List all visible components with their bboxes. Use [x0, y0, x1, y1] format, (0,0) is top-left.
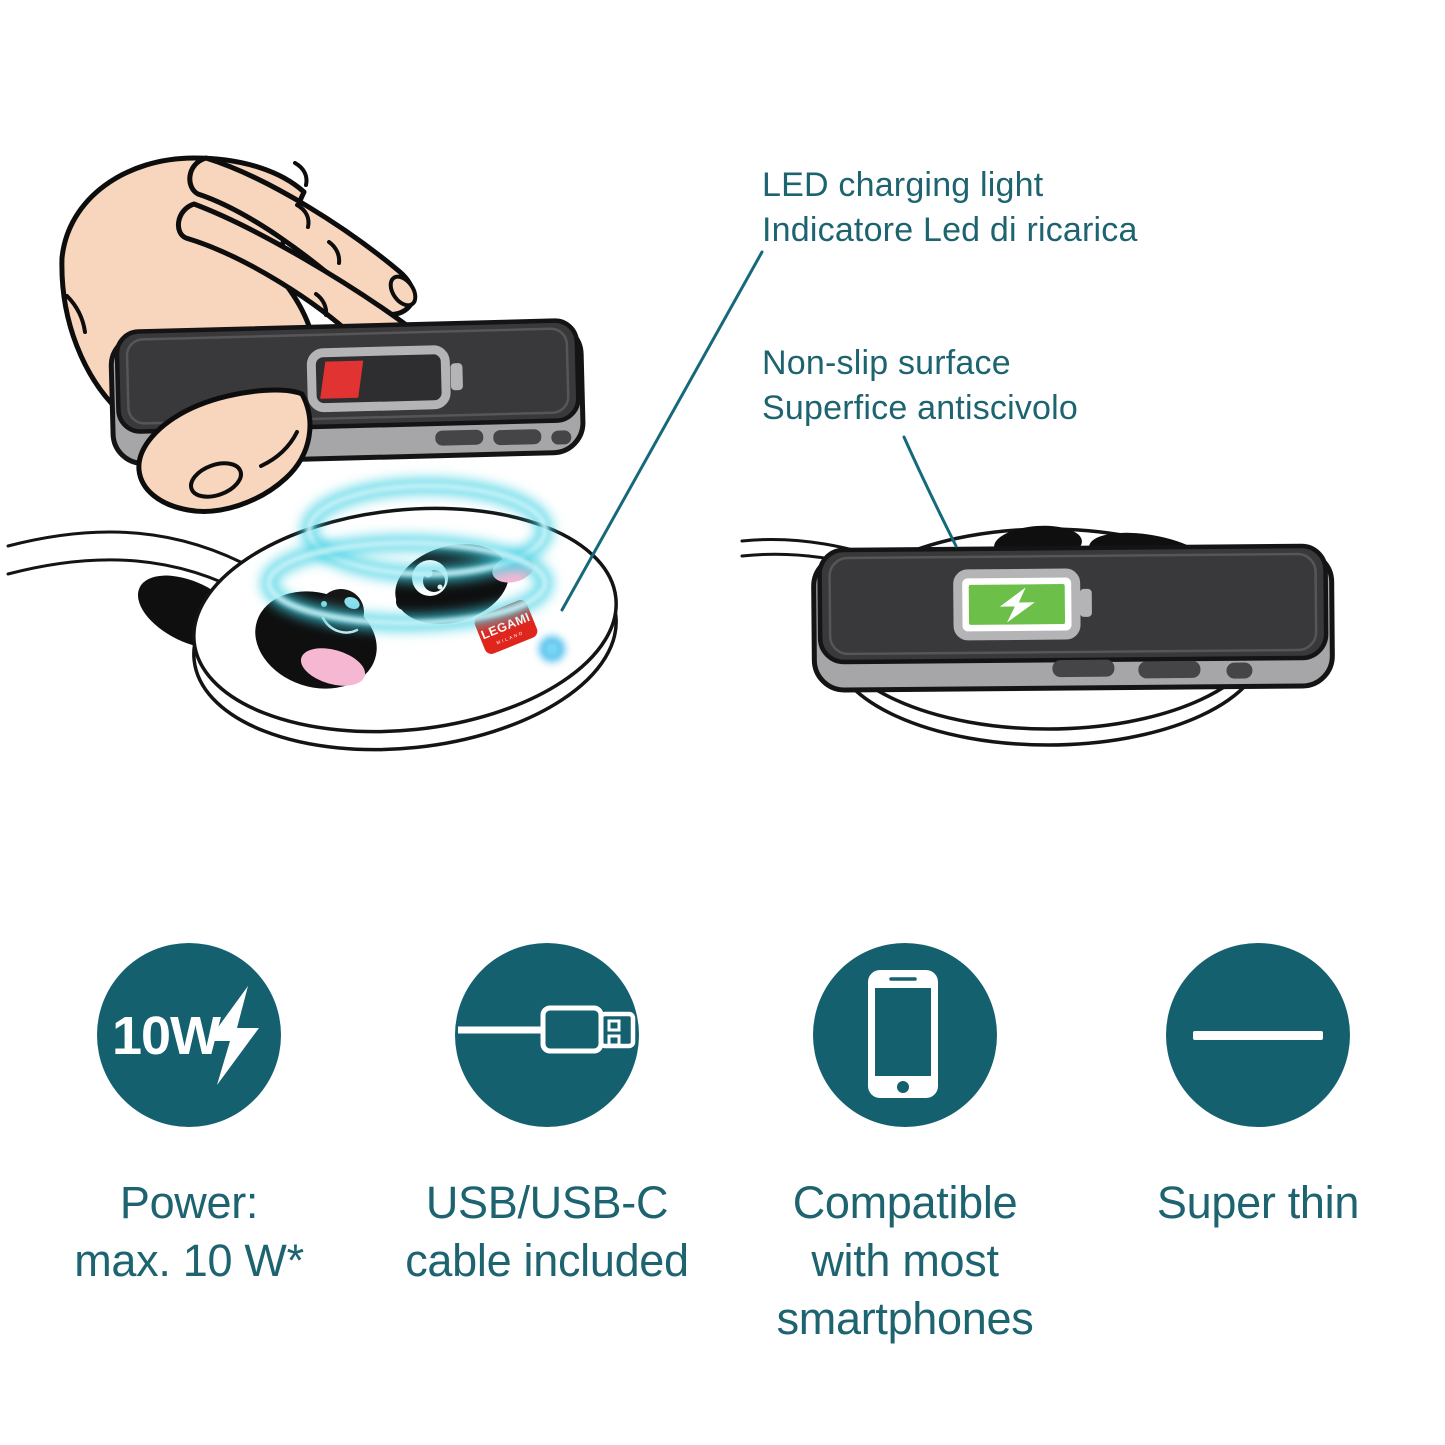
phone-back-inner-line	[828, 552, 1318, 656]
feature-thin-caption: Super thin	[1156, 1177, 1360, 1228]
super-thin-icon	[1166, 943, 1350, 1127]
phone-back-inner-line	[125, 327, 570, 425]
battery-terminal	[1079, 588, 1092, 617]
power-badge-text: 10W	[112, 1006, 221, 1066]
annotation-nonslip-en: Non-slip surface	[762, 344, 1011, 382]
feature-compat-caption: Compatible with most smartphones	[776, 1177, 1034, 1344]
battery-low-icon	[306, 345, 463, 413]
annotation-led-en: LED charging light	[762, 166, 1044, 204]
right-illustration	[740, 525, 1335, 747]
thumb-crease	[259, 430, 299, 468]
bolt-icon	[208, 986, 259, 1085]
fingernail	[388, 274, 418, 308]
panda-nose	[395, 593, 428, 612]
feature-usb-cable: USB/USB-C cable included	[367, 942, 727, 1290]
battery-terminal	[450, 363, 463, 391]
annotation-nonslip-it: Superfice antiscivolo	[762, 389, 1079, 427]
feature-power: 10W Power: max. 10 W*	[9, 942, 369, 1290]
battery-charging-icon	[953, 568, 1092, 641]
feature-usb-caption: USB/USB-C cable included	[405, 1177, 689, 1286]
annotation-led-it: Indicatore Led di ricarica	[762, 211, 1138, 249]
charging-bolt-icon	[999, 587, 1035, 623]
phone-charging	[811, 543, 1335, 693]
left-illustration: LEGAMI MILANO	[6, 155, 618, 752]
annotation-led-charging-light: LED charging light Indicatore Led di ric…	[762, 163, 1138, 253]
led-dot	[539, 636, 565, 662]
smartphone-icon	[813, 943, 997, 1127]
led-glow-rings	[261, 478, 553, 631]
thumbnail	[189, 461, 243, 499]
eye-glow-highlight	[344, 596, 360, 610]
leader-line-nonslip	[902, 435, 958, 548]
leader-line-led	[560, 250, 764, 612]
eye-highlight	[437, 584, 443, 590]
panda-cheek-left	[300, 648, 366, 686]
feature-power-caption: Power: max. 10 W*	[74, 1177, 304, 1286]
hand-creases	[65, 161, 342, 334]
eye-glow-dot	[321, 601, 327, 607]
phone-ports	[1052, 659, 1253, 679]
battery-low-fill	[320, 360, 364, 399]
panda-smile	[450, 595, 479, 610]
power-10w-icon: 10W	[97, 943, 281, 1127]
feature-compatibility: Compatible with most smartphones	[725, 942, 1085, 1348]
usb-cable-icon	[455, 943, 639, 1127]
phone-ports	[435, 429, 572, 446]
hand-thumb	[136, 387, 313, 514]
annotation-non-slip-surface: Non-slip surface Superfice antiscivolo	[762, 341, 1078, 431]
feature-super-thin: Super thin	[1078, 942, 1438, 1232]
